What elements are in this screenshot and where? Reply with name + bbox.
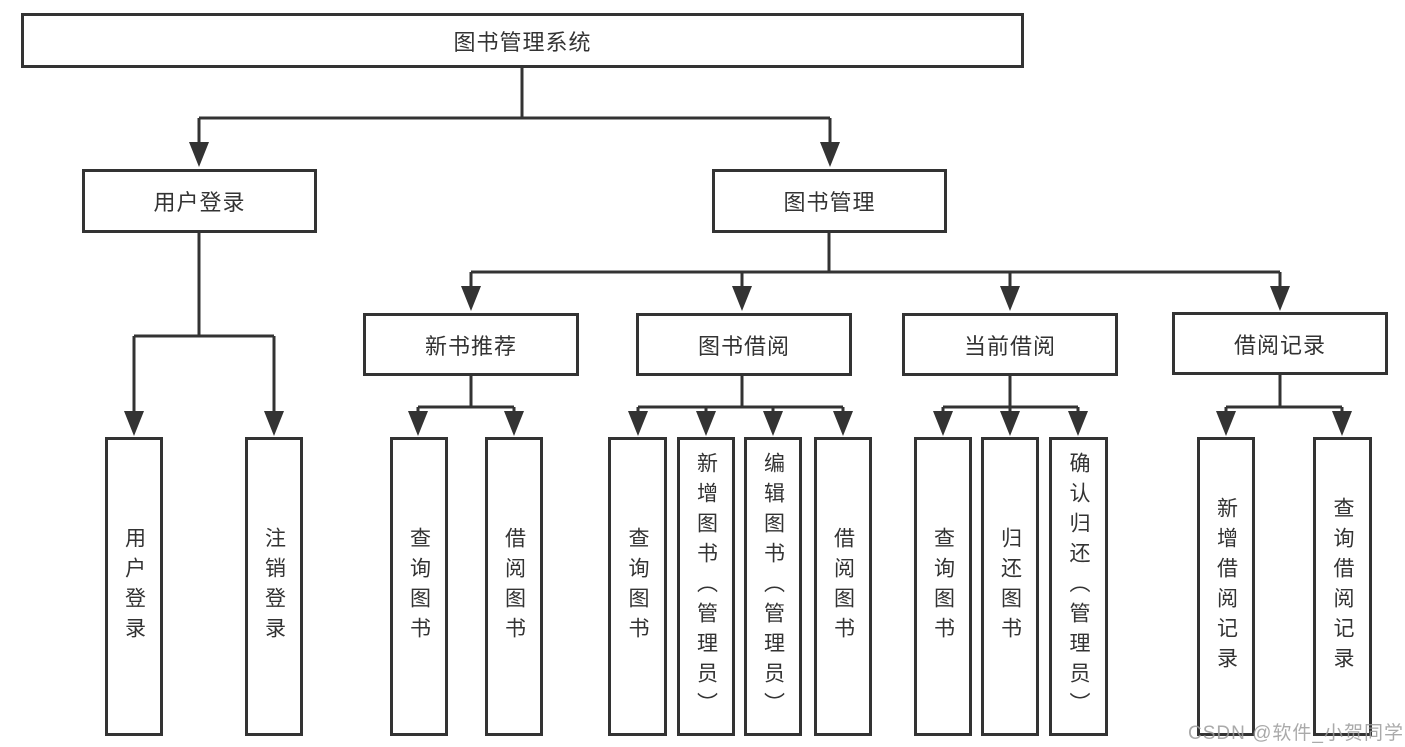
leaf-borrow-books: 借阅图书 xyxy=(814,437,872,736)
node-root-label: 图书管理系统 xyxy=(453,29,592,55)
node-user-login-label: 用户登录 xyxy=(153,190,246,215)
node-new-book-recommend: 新书推荐 xyxy=(363,313,579,376)
node-book-borrowing: 图书借阅 xyxy=(636,313,852,376)
leaf-borrow-query-books: 查询图书 xyxy=(608,437,667,736)
leaf-newbook-borrow-books: 借阅图书 xyxy=(485,437,543,736)
leaf-query-borrow-record-label: 查询借阅记录 xyxy=(1331,496,1354,677)
leaf-newbook-borrow-books-label: 借阅图书 xyxy=(502,526,526,647)
leaf-newbook-query-books: 查询图书 xyxy=(390,437,448,736)
arrowheads xyxy=(124,142,1352,436)
leaf-current-query-books-label: 查询图书 xyxy=(931,526,955,647)
leaf-return-books: 归还图书 xyxy=(981,437,1039,736)
leaf-add-book-admin: 新增图书（管理员） xyxy=(677,437,735,736)
leaf-user-login-label: 用户登录 xyxy=(122,526,146,647)
node-borrowing-records-label: 借阅记录 xyxy=(1233,332,1326,358)
node-book-management-label: 图书管理 xyxy=(783,190,876,215)
node-borrowing-records: 借阅记录 xyxy=(1172,312,1388,375)
connector-userlogin-to-leaves xyxy=(132,233,276,413)
leaf-edit-book-admin: 编辑图书（管理员） xyxy=(744,437,802,736)
leaf-borrow-query-books-label: 查询图书 xyxy=(626,526,649,647)
connector-bookborrow-to-leaves xyxy=(636,376,845,413)
leaf-add-borrow-record-label: 新增借阅记录 xyxy=(1214,496,1238,677)
leaf-return-books-label: 归还图书 xyxy=(998,526,1022,647)
leaf-borrow-books-label: 借阅图书 xyxy=(831,526,855,647)
connector-newbook-to-leaves xyxy=(416,376,516,413)
leaf-newbook-query-books-label: 查询图书 xyxy=(407,526,431,647)
connector-currentborrow-to-leaves xyxy=(941,376,1080,413)
node-book-borrowing-label: 图书借阅 xyxy=(697,333,790,359)
node-new-book-recommend-label: 新书推荐 xyxy=(424,333,517,359)
node-user-login: 用户登录 xyxy=(82,169,317,233)
leaf-confirm-return-admin-label: 确认归还（管理员） xyxy=(1067,451,1090,722)
leaf-add-book-admin-label: 新增图书（管理员） xyxy=(694,451,718,722)
connector-borrowrecord-to-leaves xyxy=(1224,375,1344,413)
leaf-logout-label: 注销登录 xyxy=(262,526,286,647)
watermark-text: CSDN @软件_小贺同学 xyxy=(1188,723,1404,744)
connector-bookmgmt-to-level3 xyxy=(469,233,1282,288)
leaf-query-borrow-record: 查询借阅记录 xyxy=(1313,437,1372,736)
node-root: 图书管理系统 xyxy=(21,13,1024,68)
node-current-borrowing-label: 当前借阅 xyxy=(963,333,1056,359)
leaf-user-login: 用户登录 xyxy=(105,437,163,736)
node-current-borrowing: 当前借阅 xyxy=(902,313,1118,376)
leaf-confirm-return-admin: 确认归还（管理员） xyxy=(1049,437,1108,736)
leaf-logout: 注销登录 xyxy=(245,437,303,736)
node-book-management: 图书管理 xyxy=(712,169,947,233)
leaf-current-query-books: 查询图书 xyxy=(914,437,972,736)
leaf-edit-book-admin-label: 编辑图书（管理员） xyxy=(761,451,785,722)
leaf-add-borrow-record: 新增借阅记录 xyxy=(1197,437,1255,736)
connector-root-to-level2 xyxy=(197,67,832,144)
